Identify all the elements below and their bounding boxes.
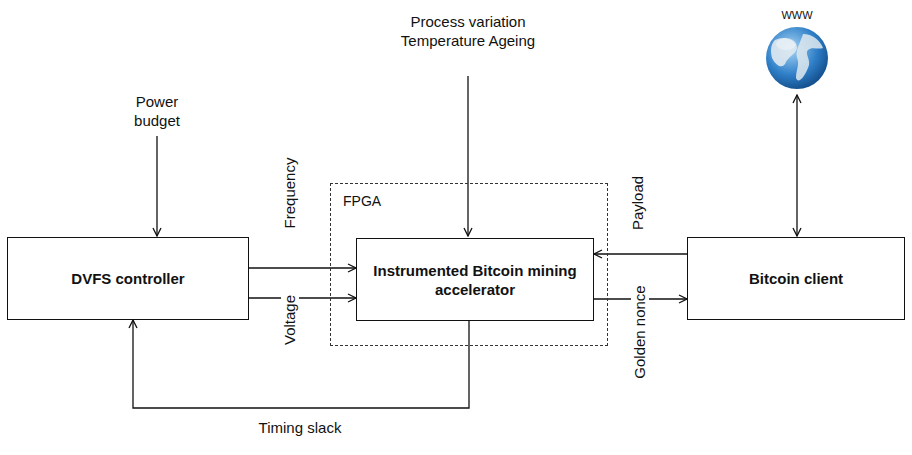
network-arrow [796,95,797,236]
accelerator-box: Instrumented Bitcoin mining accelerator [356,238,594,321]
signal-connector [133,320,469,408]
network-label: WWW [767,8,827,22]
input-label: Power budget [117,92,197,130]
box-label: DVFS controller [63,269,192,288]
box-label: Instrumented Bitcoin mining accelerator [357,261,593,299]
signal-label: Timing slack [257,419,344,437]
box-label: Bitcoin client [741,269,851,288]
signal-connector [249,267,356,268]
signal-label: Frequency [281,156,299,231]
controller-box: DVFS controller [7,237,249,320]
signal-label: Voltage [281,293,299,347]
globe-icon [766,27,828,89]
signal-connector [249,297,356,298]
region-label: FPGA [343,193,381,209]
input-arrow [467,76,468,236]
client-box: Bitcoin client [687,237,905,320]
signal-label: Golden nonce [631,283,649,380]
fpga-region: FPGA Instrumented Bitcoin mining accelera… [330,183,608,346]
input-arrow [156,136,157,236]
input-label: Process variation Temperature Ageing [398,12,538,50]
signal-label: Payload [629,174,647,232]
